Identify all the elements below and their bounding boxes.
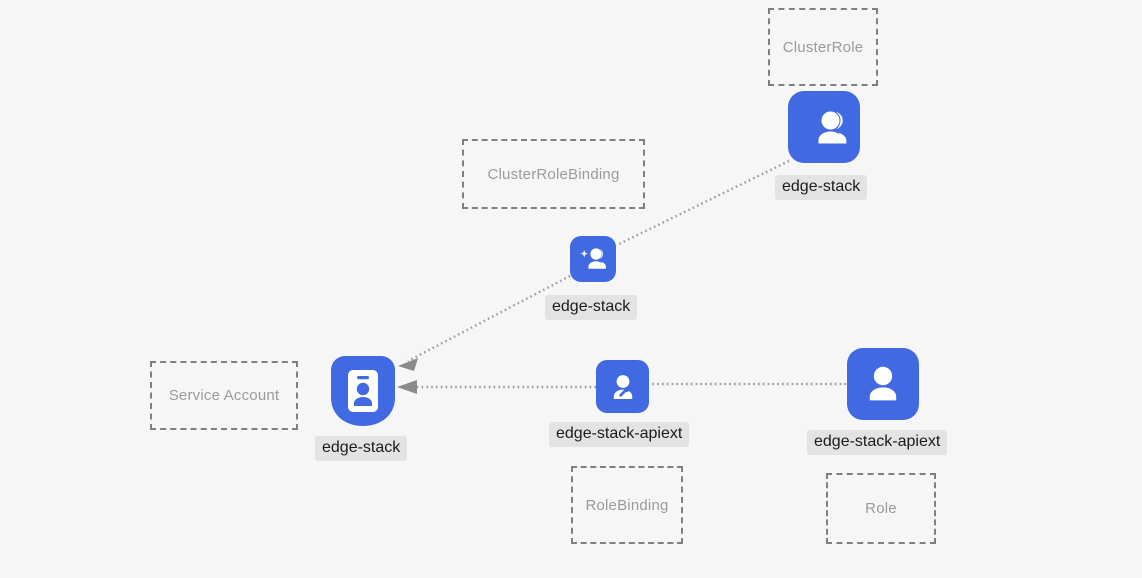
name-chip-clusterrole: edge-stack: [775, 175, 868, 201]
edge-rolebinding-to-serviceaccount: [397, 380, 596, 394]
kind-label-role: Role: [865, 500, 897, 517]
kind-label-serviceaccount: Service Account: [168, 387, 280, 404]
kind-box-serviceaccount: Service Account: [150, 361, 298, 430]
add-person-icon: [577, 243, 609, 275]
kind-box-clusterrolebinding: ClusterRoleBinding: [462, 139, 645, 209]
name-chip-rolebinding: edge-stack-apiext: [549, 422, 690, 448]
service-account-badge-icon: [331, 356, 395, 426]
kind-label-clusterrolebinding: ClusterRoleBinding: [487, 165, 620, 183]
kind-box-role: Role: [826, 473, 936, 544]
person-key-icon: [605, 369, 641, 405]
kind-box-rolebinding: RoleBinding: [571, 466, 683, 544]
kind-box-clusterrole: ClusterRole: [768, 8, 878, 86]
node-icon-clusterrolebinding[interactable]: [570, 236, 616, 282]
kind-label-clusterrole: ClusterRole: [782, 38, 864, 56]
node-icon-clusterrole[interactable]: [788, 91, 860, 163]
group-people-icon: [800, 103, 848, 151]
name-chip-clusterrolebinding: edge-stack: [545, 295, 638, 321]
person-icon: [859, 360, 907, 408]
node-icon-serviceaccount[interactable]: [331, 356, 395, 426]
edge-clusterrolebinding-to-serviceaccount: [398, 274, 571, 371]
node-icon-rolebinding[interactable]: [596, 360, 649, 413]
name-chip-role: edge-stack-apiext: [807, 430, 948, 456]
node-icon-role[interactable]: [847, 348, 919, 420]
kind-label-rolebinding: RoleBinding: [585, 496, 669, 514]
name-chip-serviceaccount: edge-stack: [315, 436, 408, 462]
